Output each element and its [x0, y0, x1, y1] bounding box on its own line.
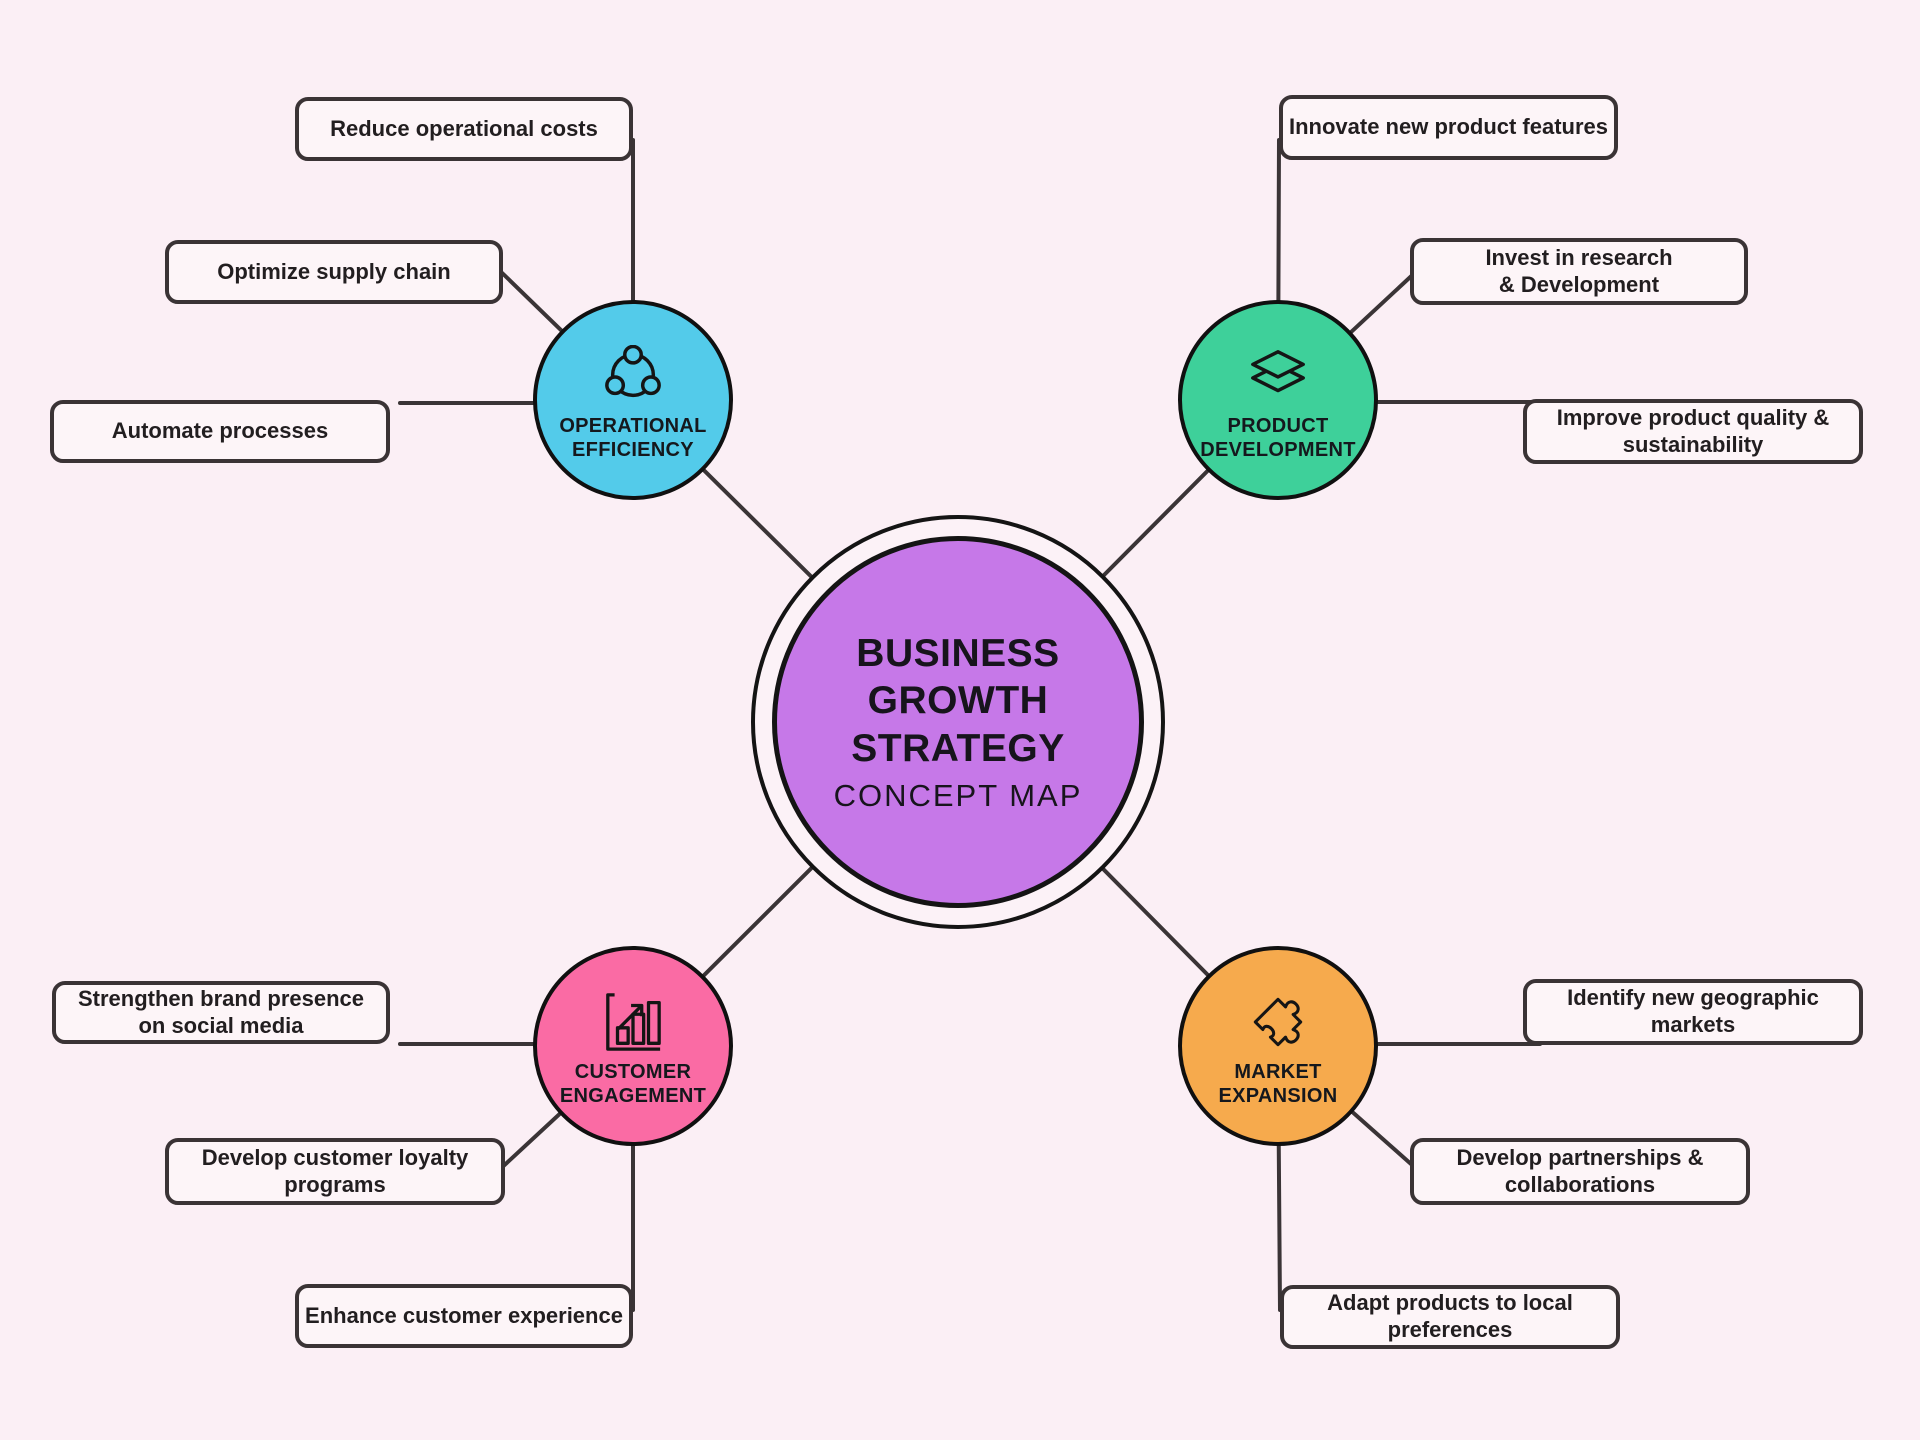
branch-label: CUSTOMER ENGAGEMENT: [559, 1060, 707, 1107]
puzzle-icon: [1253, 997, 1303, 1046]
leaf-enhance-customer-experience: Enhance customer experience: [295, 1284, 633, 1348]
leaf-innovate-new-product-features: Innovate new product features: [1279, 95, 1618, 160]
leaf-improve-product-quality: Improve product quality & sustainability: [1523, 399, 1863, 464]
leaf-automate-processes: Automate processes: [50, 400, 390, 463]
hub-node: BUSINESS GROWTH STRATEGY CONCEPT MAP: [772, 536, 1144, 908]
branch-label: PRODUCT DEVELOPMENT: [1200, 414, 1356, 461]
page-subtitle: CONCEPT MAP: [833, 778, 1083, 814]
leaf-reduce-operational-costs: Reduce operational costs: [295, 97, 633, 161]
branch-node-market-expansion: MARKET EXPANSION: [1178, 946, 1378, 1146]
branch-label: MARKET EXPANSION: [1218, 1060, 1338, 1107]
branch-node-customer-engagement: CUSTOMER ENGAGEMENT: [533, 946, 733, 1146]
branch-node-product-development: PRODUCT DEVELOPMENT: [1178, 300, 1378, 500]
branch-label: OPERATIONAL EFFICIENCY: [559, 414, 707, 461]
leaf-optimize-supply-chain: Optimize supply chain: [165, 240, 503, 304]
hub-outer-ring: BUSINESS GROWTH STRATEGY CONCEPT MAP: [751, 515, 1165, 929]
layers-icon: [1251, 349, 1305, 392]
leaf-develop-partnerships: Develop partnerships & collaborations: [1410, 1138, 1750, 1205]
leaf-invest-in-research-development: Invest in research & Development: [1410, 238, 1748, 305]
leaf-develop-customer-loyalty: Develop customer loyalty programs: [165, 1138, 505, 1205]
growth-chart-icon: [606, 992, 661, 1051]
leaf-adapt-products-local-preferences: Adapt products to local preferences: [1280, 1285, 1620, 1349]
page-title: BUSINESS GROWTH STRATEGY: [851, 631, 1065, 770]
cycle-icon: [605, 344, 661, 397]
leaf-strengthen-brand-presence: Strengthen brand presence on social medi…: [52, 981, 390, 1044]
branch-node-operational-efficiency: OPERATIONAL EFFICIENCY: [533, 300, 733, 500]
leaf-identify-new-geographic-markets: Identify new geographic markets: [1523, 979, 1863, 1045]
